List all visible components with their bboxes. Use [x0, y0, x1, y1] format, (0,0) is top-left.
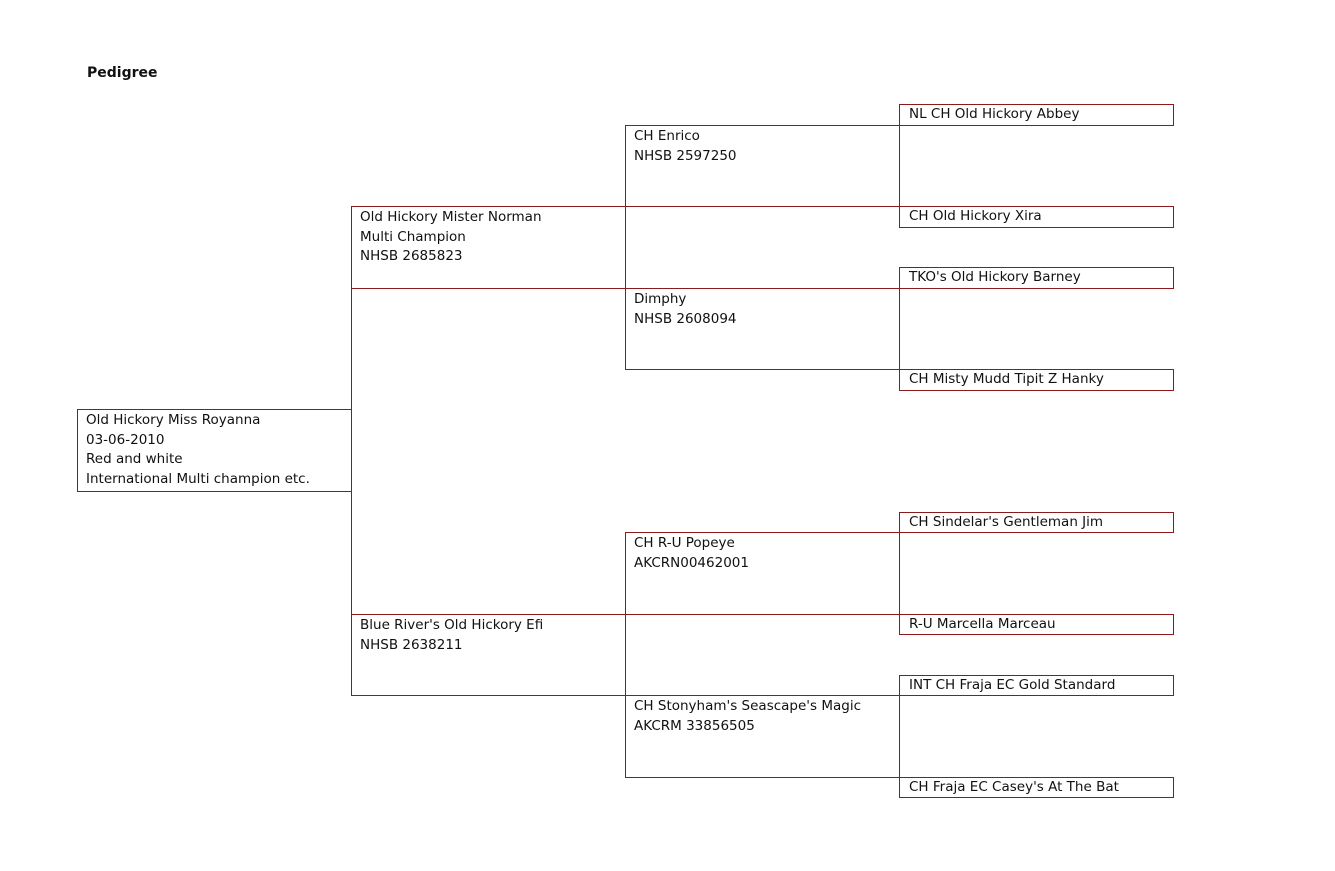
great-grandparent-box: CH Sindelar's Gentleman Jim	[899, 512, 1174, 533]
sire-dam-box: Dimphy NHSB 2608094	[625, 288, 900, 370]
great-grandparent-name: CH Fraja EC Casey's At The Bat	[909, 779, 1119, 795]
great-grandparent-name: R-U Marcella Marceau	[909, 616, 1056, 632]
great-grandparent-box: INT CH Fraja EC Gold Standard	[899, 675, 1174, 696]
sire-title: Multi Champion	[360, 228, 466, 245]
dam-dam-name: CH Stonyham's Seascape's Magic	[634, 698, 862, 714]
great-grandparent-name: CH Sindelar's Gentleman Jim	[909, 514, 1104, 530]
great-grandparent-name: TKO's Old Hickory Barney	[909, 269, 1081, 285]
great-grandparent-box: TKO's Old Hickory Barney	[899, 267, 1174, 289]
great-grandparent-box: NL CH Old Hickory Abbey	[899, 104, 1174, 126]
sire-sire-registration: NHSB 2597250	[634, 147, 737, 164]
great-grandparent-name: CH Old Hickory Xira	[909, 208, 1042, 224]
subject-titles: International Multi champion etc.	[86, 470, 310, 487]
pedigree-subject-box: Old Hickory Miss Royanna 03-06-2010 Red …	[77, 409, 352, 492]
great-grandparent-box: CH Misty Mudd Tipit Z Hanky	[899, 369, 1174, 391]
great-grandparent-name: INT CH Fraja EC Gold Standard	[909, 677, 1116, 693]
subject-color: Red and white	[86, 451, 183, 468]
dam-box: Blue River's Old Hickory Efi NHSB 263821…	[351, 614, 626, 696]
sire-registration: NHSB 2685823	[360, 248, 463, 265]
page-title: Pedigree	[87, 65, 158, 81]
great-grandparent-name: CH Misty Mudd Tipit Z Hanky	[909, 371, 1104, 387]
dam-dam-registration: AKCRM 33856505	[634, 717, 755, 734]
dam-sire-box: CH R-U Popeye AKCRN00462001	[625, 532, 900, 615]
great-grandparent-name: NL CH Old Hickory Abbey	[909, 106, 1080, 122]
great-grandparent-box: CH Old Hickory Xira	[899, 206, 1174, 228]
sire-name: Old Hickory Mister Norman	[360, 209, 542, 225]
dam-sire-name: CH R-U Popeye	[634, 535, 735, 551]
subject-birth-date: 03-06-2010	[86, 431, 165, 448]
subject-name: Old Hickory Miss Royanna	[86, 412, 261, 428]
dam-name: Blue River's Old Hickory Efi	[360, 617, 544, 633]
sire-dam-name: Dimphy	[634, 291, 687, 307]
dam-sire-registration: AKCRN00462001	[634, 554, 749, 571]
sire-box: Old Hickory Mister Norman Multi Champion…	[351, 206, 626, 289]
sire-dam-registration: NHSB 2608094	[634, 310, 737, 327]
dam-registration: NHSB 2638211	[360, 636, 463, 653]
dam-dam-box: CH Stonyham's Seascape's Magic AKCRM 338…	[625, 695, 900, 778]
sire-sire-name: CH Enrico	[634, 128, 700, 144]
great-grandparent-box: CH Fraja EC Casey's At The Bat	[899, 777, 1174, 798]
sire-sire-box: CH Enrico NHSB 2597250	[625, 125, 900, 207]
great-grandparent-box: R-U Marcella Marceau	[899, 614, 1174, 635]
